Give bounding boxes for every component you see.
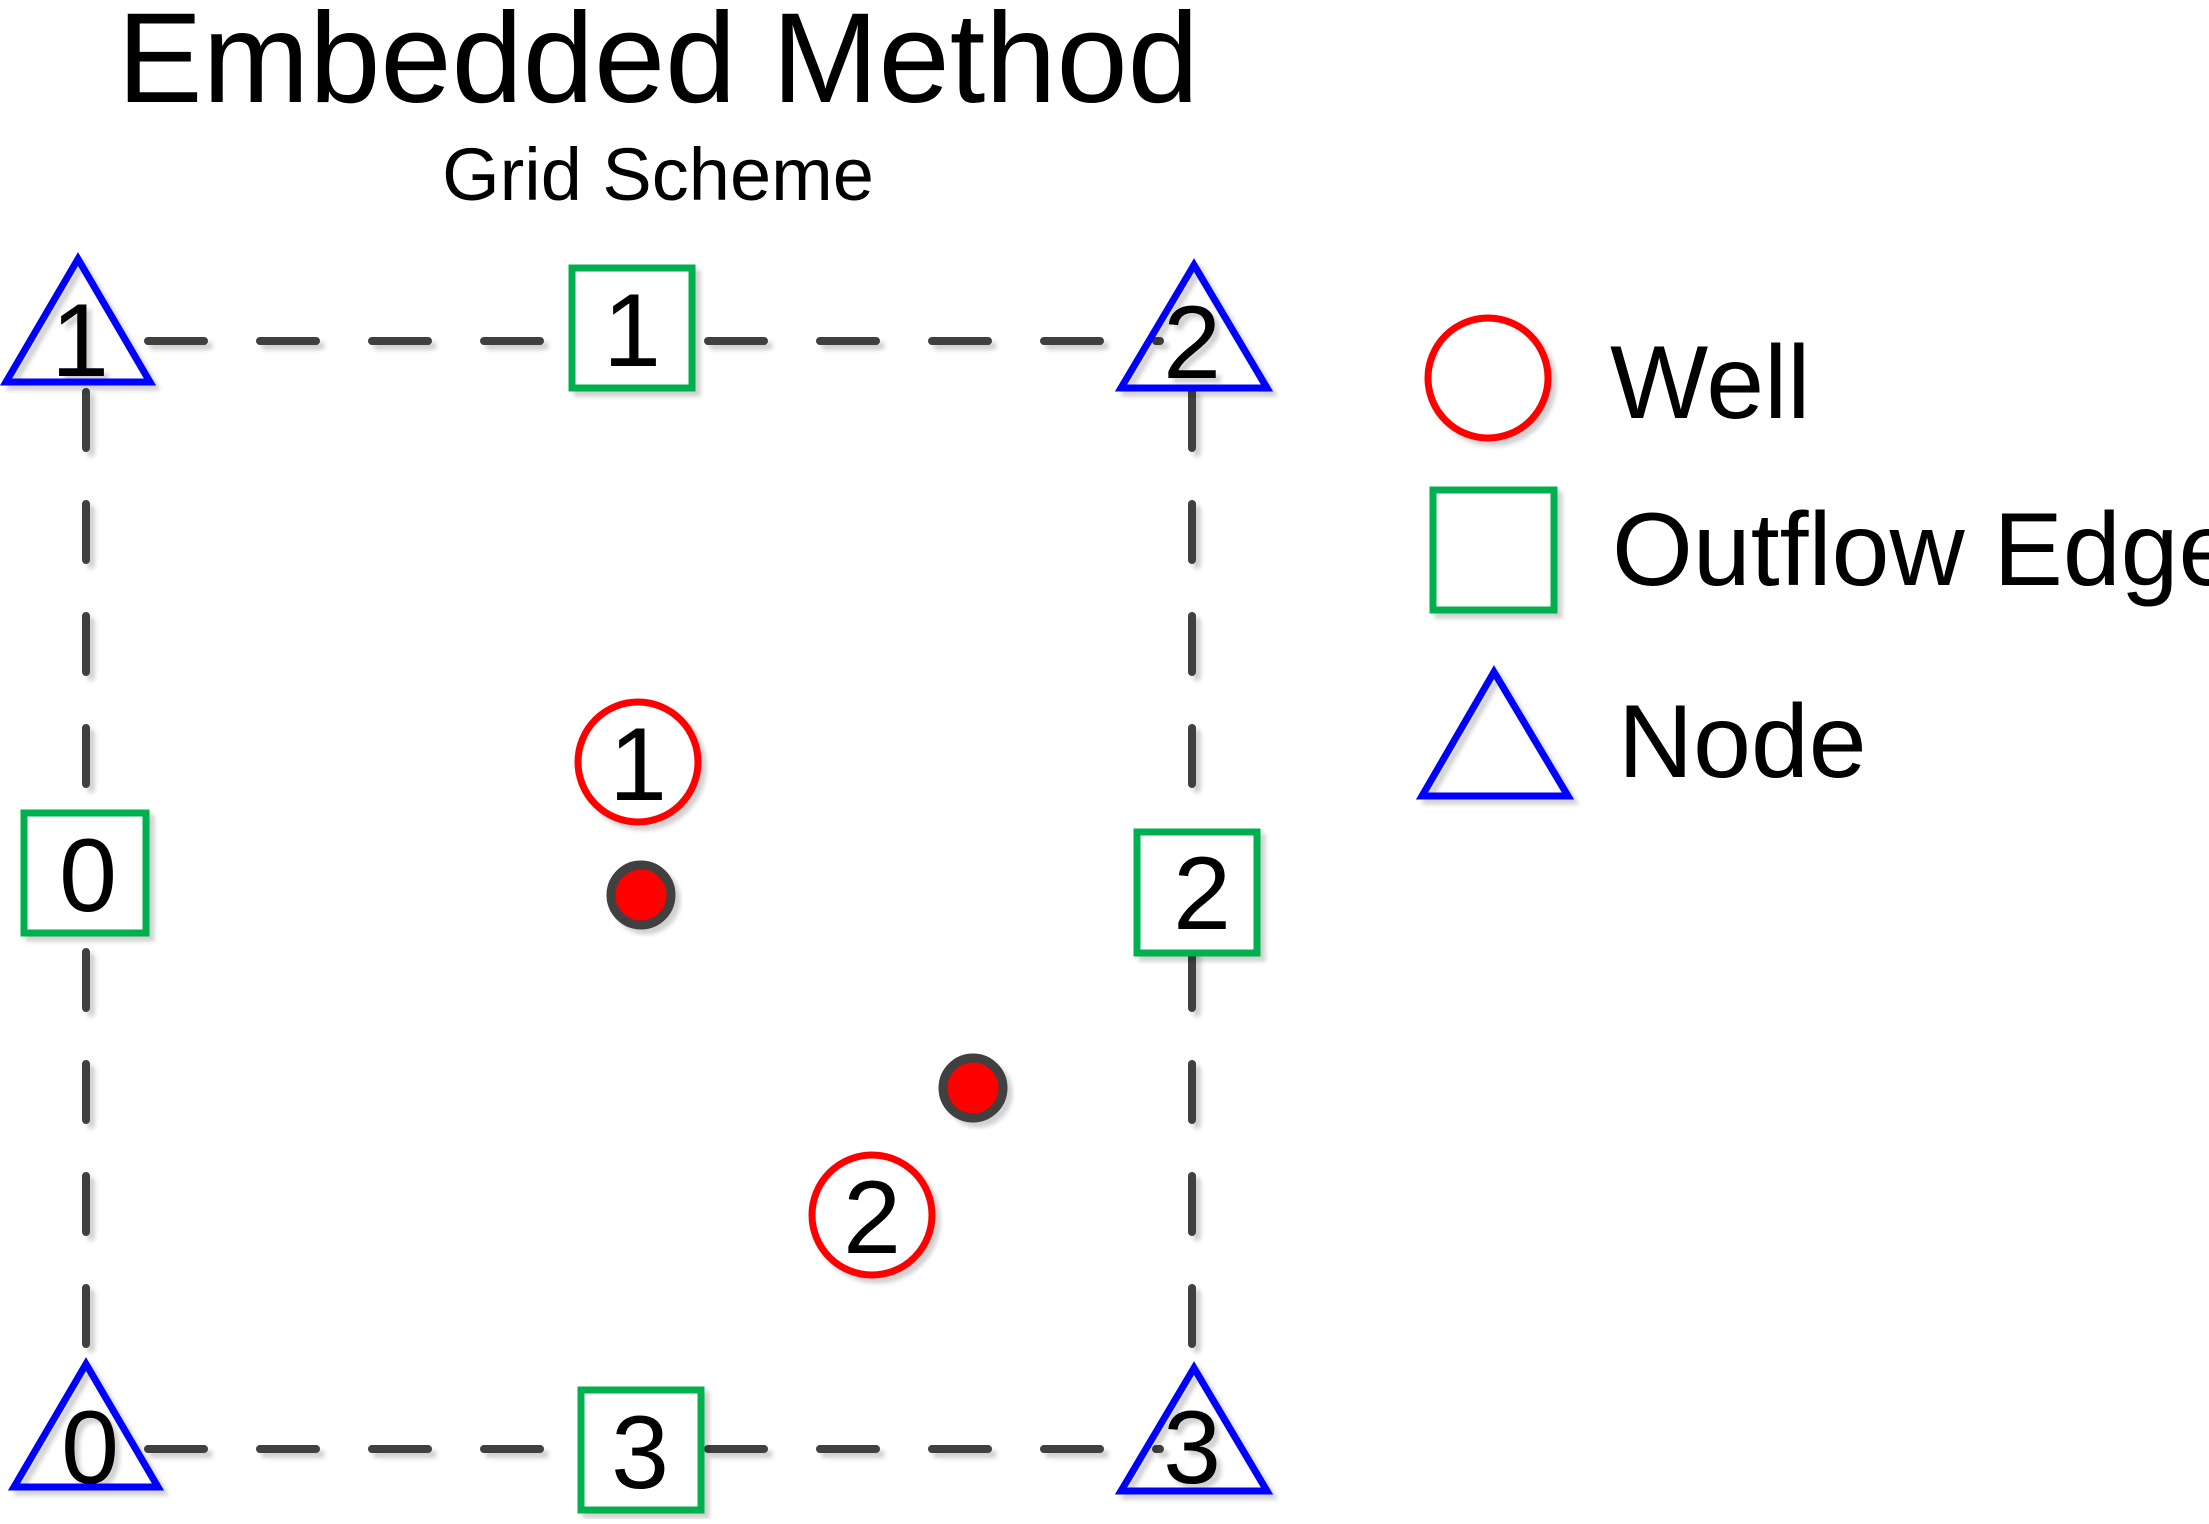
edge-label: 3 <box>611 1395 669 1511</box>
node-triangle <box>1114 258 1274 392</box>
diagram-title: Embedded Method <box>117 0 1199 130</box>
edge-top: 1 <box>568 264 696 392</box>
node-label: 2 <box>1163 285 1221 401</box>
node-top-left: 1 <box>0 252 157 399</box>
legend-node-icon <box>1415 665 1575 800</box>
diagram-subtitle: Grid Scheme <box>442 133 874 216</box>
edge-left: 0 <box>20 809 150 937</box>
well-label: 1 <box>609 707 667 823</box>
node-label: 1 <box>51 283 109 399</box>
node-triangle <box>1114 1361 1274 1495</box>
node-label: 3 <box>1163 1390 1221 1506</box>
edge-label: 2 <box>1173 836 1231 952</box>
well-2: 2 <box>808 1151 936 1279</box>
legend-node-label: Node <box>1618 684 1867 800</box>
legend-item-well: Well <box>1424 314 1810 442</box>
edge-square <box>20 809 150 937</box>
edge-bottom: 3 <box>577 1386 705 1514</box>
edge-label: 0 <box>59 818 117 934</box>
node-label: 0 <box>61 1390 119 1506</box>
node-top-right: 2 <box>1114 258 1274 401</box>
legend: Well Outflow Edge Node <box>1415 314 2209 800</box>
edge-square <box>577 1386 705 1514</box>
node-bottom-left: 0 <box>7 1357 165 1506</box>
node-triangle <box>7 1357 165 1491</box>
well-1: 1 <box>574 698 702 826</box>
legend-well-label: Well <box>1610 325 1810 441</box>
edge-square <box>1133 828 1261 957</box>
edge-square <box>568 264 696 392</box>
edge-label: 1 <box>603 273 661 389</box>
legend-edge-icon <box>1429 486 1558 614</box>
legend-item-edge: Outflow Edge <box>1429 486 2209 614</box>
well-dot-1 <box>606 860 676 930</box>
node-bottom-right: 3 <box>1114 1361 1274 1506</box>
well-circle <box>574 698 702 826</box>
well-label: 2 <box>843 1160 901 1276</box>
edge-right: 2 <box>1133 828 1261 957</box>
well-circle <box>808 1151 936 1279</box>
legend-item-node: Node <box>1415 665 1867 800</box>
well-dot-2 <box>938 1053 1008 1123</box>
legend-well-icon <box>1424 314 1552 442</box>
legend-edge-label: Outflow Edge <box>1612 492 2209 608</box>
node-triangle <box>0 252 157 386</box>
